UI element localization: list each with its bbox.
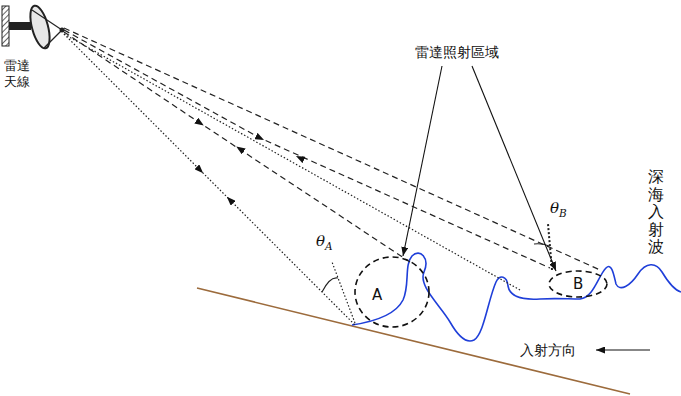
antenna-label: 雷達 天線 — [4, 58, 33, 91]
wave-label: 深海入射波 — [648, 168, 664, 256]
angle-label: θA — [316, 232, 333, 253]
dashed-ellipse — [354, 256, 430, 328]
irradiation-area: B — [548, 270, 608, 298]
direction-label: 入射方向 — [520, 342, 576, 359]
direction-arrow — [596, 349, 650, 350]
area-letter: A — [372, 286, 382, 304]
ellipse-outline — [549, 271, 607, 297]
area-label: 雷達照射區域 — [415, 44, 499, 61]
radar-beams — [64, 28, 600, 325]
irradiation-area: A — [354, 256, 430, 328]
wave-surface — [352, 253, 681, 341]
ellipse-outline — [355, 257, 429, 327]
incidence-angle — [322, 224, 552, 323]
leader-line — [403, 66, 556, 271]
radar-antenna — [2, 4, 65, 51]
sea-bed — [197, 288, 630, 394]
angle-label: θB — [550, 199, 567, 220]
area-letter: B — [573, 275, 583, 293]
